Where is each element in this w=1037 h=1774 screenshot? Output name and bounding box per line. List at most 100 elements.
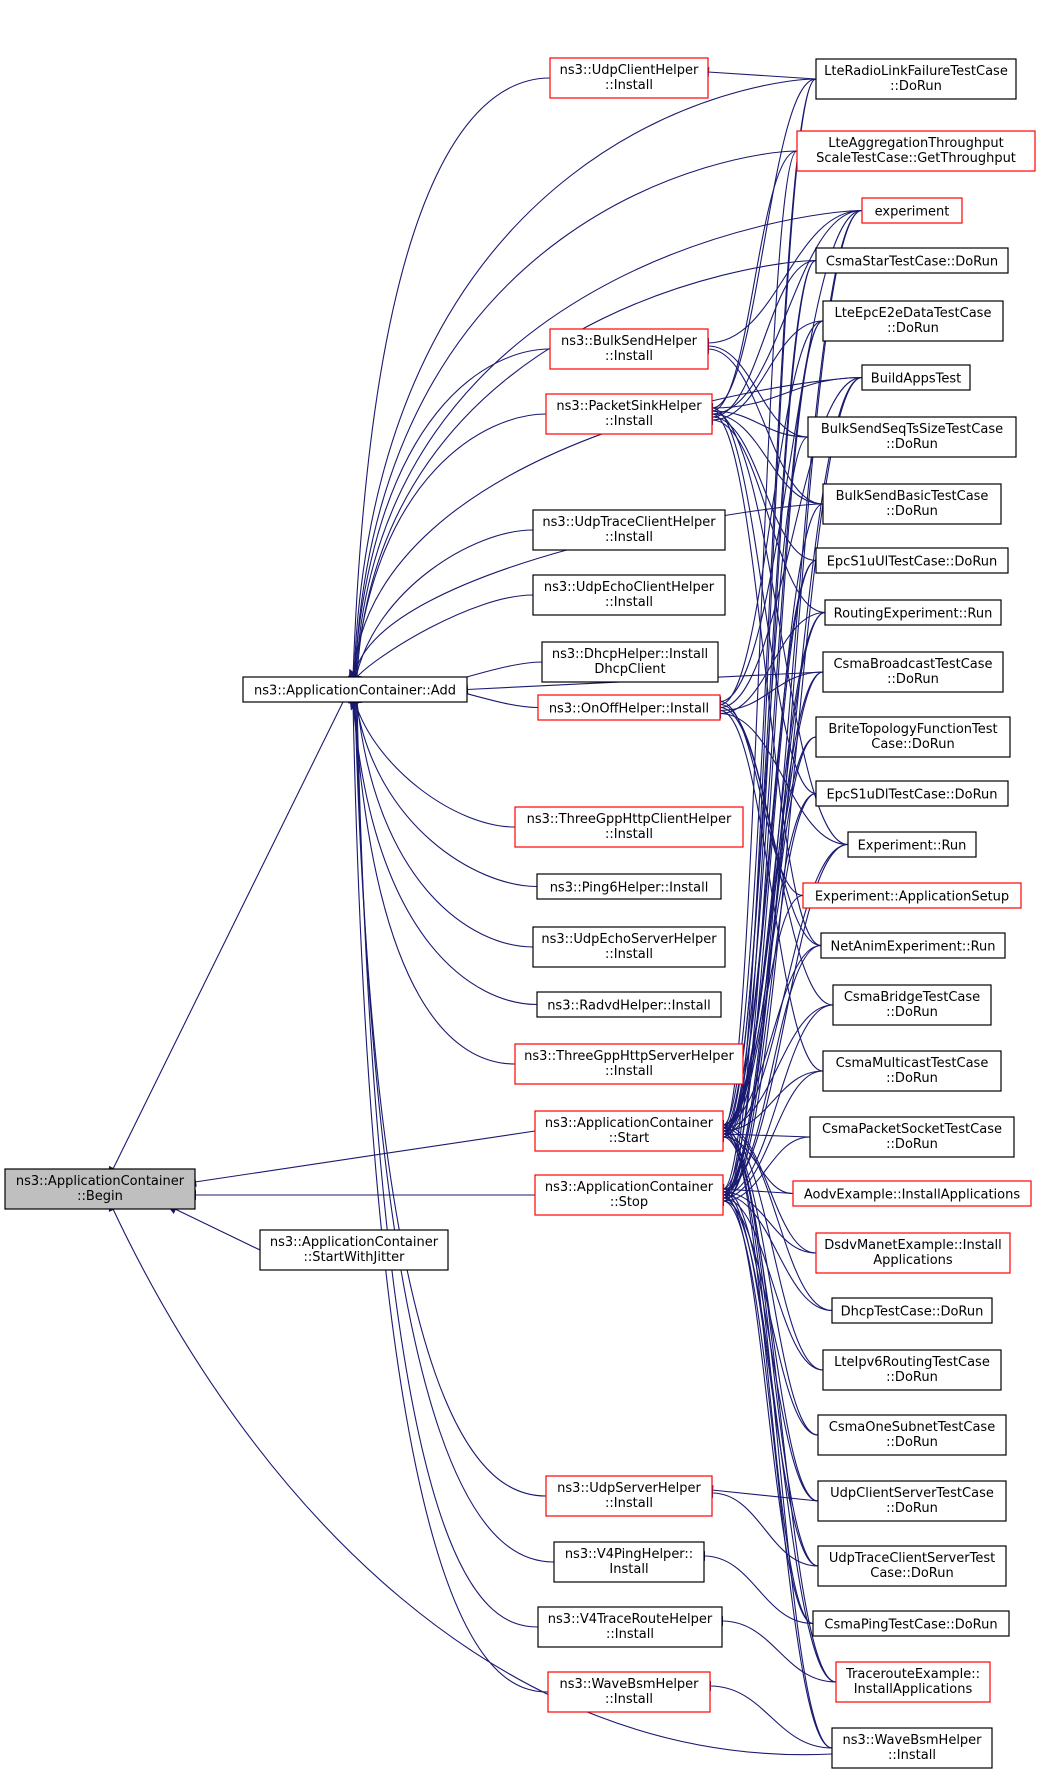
node-udpechoserverhelper[interactable]: ns3::UdpEchoServerHelper::Install: [532, 926, 726, 968]
node-lteipv6routing[interactable]: LteIpv6RoutingTestCase::DoRun: [822, 1349, 1002, 1391]
node-begin[interactable]: ns3::ApplicationContainer::Begin: [4, 1168, 196, 1210]
node-onoffhelper[interactable]: ns3::OnOffHelper::Install: [537, 694, 721, 721]
node-udpclienthelper[interactable]: ns3::UdpClientHelper::Install: [549, 57, 709, 99]
edge-lteepce2e-to-start: [714, 320, 824, 1142]
node-udptraceclienthelper[interactable]: ns3::UdpTraceClientHelper::Install: [532, 509, 726, 551]
node-csmabroadcast[interactable]: CsmaBroadcastTestCase::DoRun: [822, 651, 1004, 693]
node-bulksendhelper[interactable]: ns3::BulkSendHelper::Install: [549, 328, 709, 370]
node-box: [831, 1727, 993, 1769]
node-label-line: LteIpv6RoutingTestCase: [834, 1355, 990, 1370]
node-bulksendseqts[interactable]: BulkSendSeqTsSizeTestCase::DoRun: [807, 416, 1017, 458]
node-label-line: ns3::V4TraceRouteHelper: [548, 1612, 713, 1627]
node-threegpphttpserver[interactable]: ns3::ThreeGppHttpServerHelper::Install: [514, 1043, 744, 1085]
node-label-line: ::DoRun: [887, 672, 939, 687]
edge-lteradiolinkfailure-to-packetsinkhelper: [703, 78, 817, 413]
node-experimentappsetup[interactable]: Experiment::ApplicationSetup: [802, 882, 1022, 909]
edge-epcs1udl-to-packetsinkhelper: [703, 403, 817, 795]
edge-experiment-to-bulksendhelper: [699, 209, 863, 348]
node-label-line: ns3::RadvdHelper::Install: [547, 999, 711, 1014]
node-label-line: CsmaBroadcastTestCase: [833, 657, 992, 672]
edge-csmamulticast-to-onoffhelper: [711, 705, 824, 1072]
node-label-line: DhcpClient: [594, 662, 665, 677]
node-ping6helper[interactable]: ns3::Ping6Helper::Install: [536, 873, 722, 900]
node-wavebsmhelper-mid[interactable]: ns3::WaveBsmHelper::Install: [547, 1671, 711, 1713]
node-wavebsmhelper-right[interactable]: ns3::WaveBsmHelper::Install: [831, 1727, 993, 1769]
node-udpserverhelper[interactable]: ns3::UdpServerHelper::Install: [545, 1475, 713, 1517]
edge-epcs1uul-to-packetsinkhelper: [703, 412, 817, 562]
edge-csmastar-to-packetsinkhelper: [703, 259, 817, 422]
node-box: [545, 393, 713, 435]
node-label-line: ns3::V4PingHelper::: [565, 1547, 693, 1562]
node-radvdhelper[interactable]: ns3::RadvdHelper::Install: [536, 991, 722, 1018]
edge-bulksendhelper-to-add: [349, 348, 551, 686]
node-box: [822, 1050, 1002, 1092]
node-label-line: Case::DoRun: [870, 1566, 953, 1581]
node-experiment[interactable]: experiment: [861, 197, 963, 224]
node-threegpphttpclient[interactable]: ns3::ThreeGppHttpClientHelper::Install: [514, 806, 744, 848]
node-lteaggregation[interactable]: LteAggregationThroughputScaleTestCase::G…: [796, 130, 1036, 172]
node-label-line: ns3::UdpClientHelper: [560, 63, 699, 78]
node-label-line: RoutingExperiment::Run: [834, 607, 993, 622]
node-label-line: ns3::WaveBsmHelper: [559, 1677, 699, 1692]
node-lteradiolinkfailure[interactable]: LteRadioLinkFailureTestCase::DoRun: [815, 58, 1017, 100]
node-epcs1uul[interactable]: EpcS1uUlTestCase::DoRun: [815, 547, 1009, 574]
node-routingexperiment[interactable]: RoutingExperiment::Run: [824, 599, 1002, 626]
edge-csmastar-to-stop: [714, 259, 817, 1200]
node-v4pinghelper[interactable]: ns3::V4PingHelper::Install: [553, 1541, 705, 1583]
node-box: [815, 780, 1009, 807]
node-tracerouteexample[interactable]: TracerouteExample::InstallApplications: [835, 1661, 991, 1703]
node-buildappstest[interactable]: BuildAppsTest: [861, 364, 971, 391]
node-csmamulticast[interactable]: CsmaMulticastTestCase::DoRun: [822, 1050, 1002, 1092]
node-label-line: ::Install: [605, 78, 653, 93]
node-experimentrun[interactable]: Experiment::Run: [847, 831, 977, 858]
node-box: [4, 1168, 196, 1210]
node-label-line: ns3::ApplicationContainer::Add: [254, 684, 456, 699]
node-box: [553, 1541, 705, 1583]
node-bulksendbasic[interactable]: BulkSendBasicTestCase::DoRun: [822, 483, 1002, 525]
node-udpclientserver[interactable]: UdpClientServerTestCase::DoRun: [817, 1480, 1007, 1522]
node-csmastar[interactable]: CsmaStarTestCase::DoRun: [815, 247, 1009, 274]
node-v4traceroutehelper[interactable]: ns3::V4TraceRouteHelper::Install: [537, 1606, 723, 1648]
node-label-line: ::Install: [606, 1627, 654, 1642]
node-startjitter[interactable]: ns3::ApplicationContainer::StartWithJitt…: [259, 1229, 449, 1271]
node-label-line: Applications: [873, 1253, 953, 1268]
node-udpechoclienthelper[interactable]: ns3::UdpEchoClientHelper::Install: [532, 574, 726, 616]
node-start[interactable]: ns3::ApplicationContainer::Start: [534, 1110, 724, 1152]
node-label-line: ::DoRun: [887, 321, 939, 336]
edge-bulksendseqts-to-bulksendhelper: [699, 341, 809, 438]
edge-packetsinkhelper-to-add: [350, 413, 547, 686]
node-label-line: CsmaMulticastTestCase: [836, 1056, 989, 1071]
node-csmabridge[interactable]: CsmaBridgeTestCase::DoRun: [832, 984, 992, 1026]
node-label-line: UdpClientServerTestCase: [830, 1486, 994, 1501]
node-box: [847, 831, 977, 858]
node-box: [817, 1545, 1007, 1587]
node-box: [817, 1480, 1007, 1522]
node-dhcptestcase[interactable]: DhcpTestCase::DoRun: [831, 1297, 993, 1324]
node-label-line: experiment: [875, 205, 950, 220]
edge-udptraceclienthelper-to-add: [351, 529, 534, 686]
node-label-line: ::DoRun: [886, 1005, 938, 1020]
node-dsdvmanet[interactable]: DsdvManetExample::InstallApplications: [815, 1232, 1011, 1274]
node-netanim[interactable]: NetAnimExperiment::Run: [820, 932, 1006, 959]
node-label-line: ns3::ApplicationContainer: [16, 1174, 185, 1189]
node-box: [817, 1414, 1007, 1456]
node-csmaonesubnet[interactable]: CsmaOneSubnetTestCase::DoRun: [817, 1414, 1007, 1456]
edge-add-to-begin: [108, 701, 344, 1178]
node-csmapacketsocket[interactable]: CsmaPacketSocketTestCase::DoRun: [809, 1116, 1015, 1158]
edge-experiment-to-onoffhelper: [711, 209, 863, 707]
edge-routingexperiment-to-stop: [714, 611, 826, 1197]
node-aodvexample[interactable]: AodvExample::InstallApplications: [792, 1180, 1032, 1207]
node-lteepce2e[interactable]: LteEpcE2eDataTestCase::DoRun: [822, 300, 1004, 342]
node-stop[interactable]: ns3::ApplicationContainer::Stop: [534, 1174, 724, 1216]
node-label-line: Case::DoRun: [871, 737, 954, 752]
node-add[interactable]: ns3::ApplicationContainer::Add: [242, 676, 468, 703]
node-csmaping[interactable]: CsmaPingTestCase::DoRun: [812, 1610, 1010, 1637]
node-epcs1udl[interactable]: EpcS1uDlTestCase::DoRun: [815, 780, 1009, 807]
nodes-layer: ns3::ApplicationContainer::Beginns3::App…: [4, 57, 1036, 1769]
edge-dsdvmanet-to-stop: [714, 1187, 817, 1254]
node-label-line: BriteTopologyFunctionTest: [828, 722, 997, 737]
node-packetsinkhelper[interactable]: ns3::PacketSinkHelper::Install: [545, 393, 713, 435]
